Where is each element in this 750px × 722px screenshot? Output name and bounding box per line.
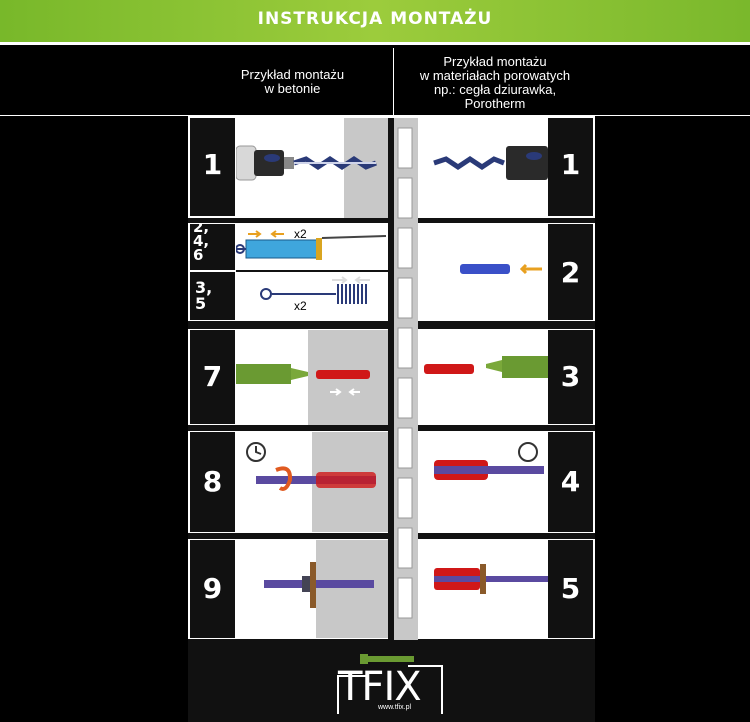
tighten-nut-concrete-illustration [264,540,388,638]
insert-rod-concrete-illustration [246,432,388,532]
logo-anchor-icon [360,654,414,664]
step-cell-7 [190,330,235,424]
step-cell-3-right [548,330,593,424]
pump-illustration: x2 [236,227,387,260]
step-cell-2-right [548,224,593,320]
brand-url: www.tfix.pl [378,704,412,711]
step-number: 9 [202,572,223,605]
step-number: 8 [202,465,223,498]
logo-frame [337,665,443,714]
pump-count-label: x2 [294,227,307,241]
step-number: 3, 5 [195,278,213,313]
inject-resin-concrete-illustration [236,330,388,425]
drill-concrete-illustration [236,118,388,218]
title-banner: INSTRUKCJA MONTAŻU [0,0,750,42]
step-cell-1-right [548,118,593,216]
step-cell-1 [190,118,235,216]
porous-brick-illustrations [394,118,548,640]
brand-logo: TFIX [338,664,422,710]
step-cell-2-4-6 [190,224,235,270]
step-number: 4 [560,465,581,498]
step-number: 1 [202,148,223,181]
step-number: 2, 4, 6 [193,218,210,264]
header-divider [0,115,750,116]
step-number: 3 [560,360,581,393]
header-separator [393,48,394,115]
right-column-header: Przykład montażu w materiałach porowatyc… [419,54,571,111]
step-number: 5 [560,572,581,605]
divider [0,42,750,45]
page-title: INSTRUKCJA MONTAŻU [257,9,493,29]
step-number: 7 [202,360,223,393]
clock-icon [246,442,266,462]
step-cell-5-right [548,540,593,638]
clock-icon [518,442,538,462]
step-cell-9 [190,540,235,638]
brush-count-label: x2 [294,299,307,313]
left-column-header: Przykład montażu w betonie [240,67,345,96]
column-divider [388,118,394,640]
step-number: 1 [560,148,581,181]
row-divider [236,270,388,272]
step-cell-4-right [548,432,593,532]
step-number: 2 [560,256,581,289]
logo-area [188,639,595,722]
step-cell-3-5 [190,272,235,320]
brush-illustration: x2 [260,276,370,313]
step-cell-8 [190,432,235,532]
